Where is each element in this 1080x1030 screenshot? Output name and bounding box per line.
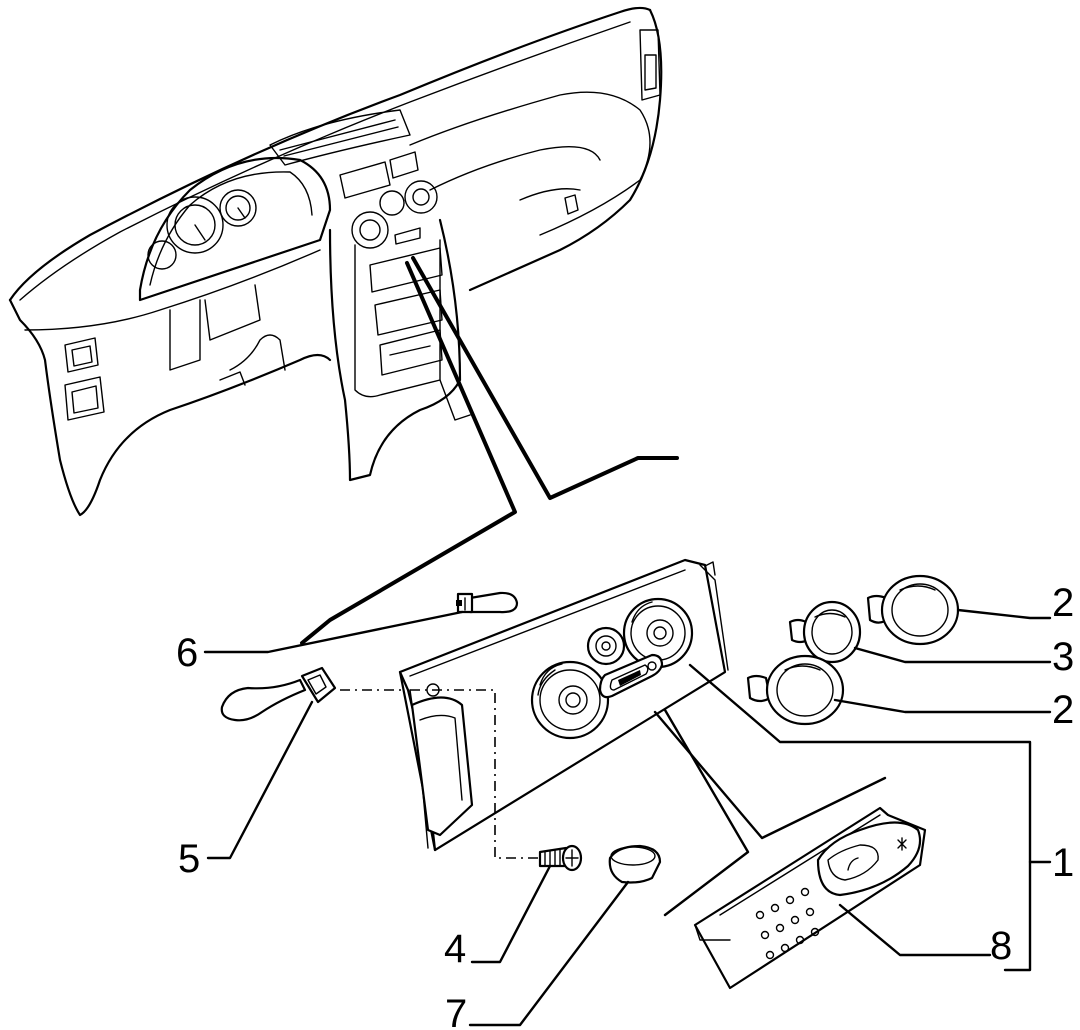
ac-switch [598,653,664,699]
callout-2-lower: 2 [1052,688,1074,732]
callout-6: 6 [176,631,198,675]
callout-1: 1 [1052,841,1074,885]
callout-labels: 2 3 2 6 5 1 4 8 7 [176,581,1074,1030]
cap-part [608,844,662,884]
bulb-part [456,591,519,614]
callout-leaders [203,608,1052,1027]
connector-part [220,666,337,722]
knob-upper-2 [866,574,960,646]
callout-8: 8 [990,924,1012,968]
knob-lower-2 [746,654,845,726]
screw-part [538,844,583,872]
center-dial [586,626,626,666]
module-button-dots [755,887,820,960]
callout-5: 5 [178,837,200,881]
callout-4: 4 [444,927,466,971]
control-module-8 [693,806,927,990]
heater-control-panel [398,558,729,852]
alignment-axis-4 [410,689,540,859]
callout-2-upper: 2 [1052,581,1074,625]
callout-7: 7 [445,992,467,1030]
dashboard-leader-lines [300,256,679,645]
callout-3: 3 [1052,635,1074,679]
knob-3 [788,600,862,664]
dashboard-illustration [8,6,663,517]
left-dial [530,660,610,740]
